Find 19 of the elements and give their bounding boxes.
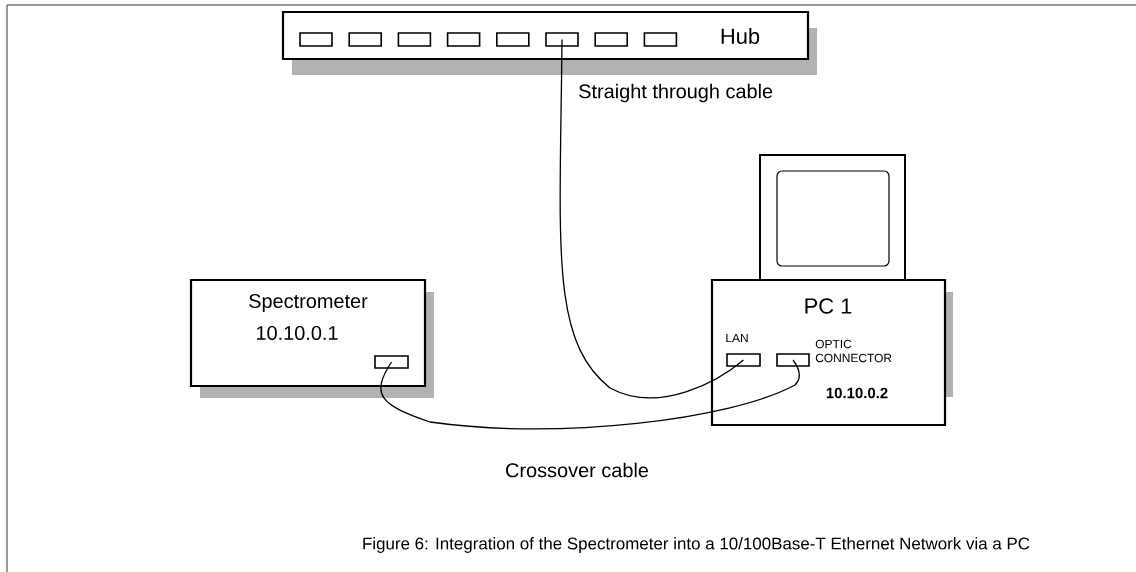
port <box>348 32 382 47</box>
edge-label: Crossover cable <box>506 462 649 478</box>
port <box>374 355 409 369</box>
node-label: OPTIC CONNECTOR <box>815 339 892 363</box>
port <box>545 32 579 47</box>
device-box: Spectrometer 10.10.0.1 <box>189 278 434 398</box>
cable <box>380 359 800 430</box>
port <box>594 32 628 47</box>
port <box>299 32 333 47</box>
node-label: LAN <box>726 333 748 343</box>
edge-label: Straight through cable <box>579 83 773 103</box>
port: OPTIC CONNECTOR <box>776 339 892 367</box>
port <box>397 32 432 47</box>
port <box>496 32 530 47</box>
port: LAN <box>726 333 761 367</box>
port <box>643 32 678 47</box>
cable <box>559 38 745 399</box>
port <box>446 32 481 47</box>
caption: Figure 6: Integration of the Spectrometer into a 10/100Base-T Ethernet Network via a PC <box>363 537 1030 553</box>
